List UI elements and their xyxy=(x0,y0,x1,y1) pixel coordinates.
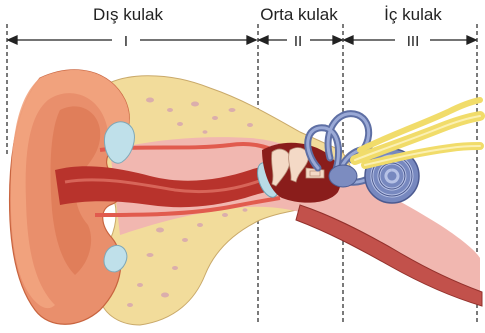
middle-ear-numeral: II xyxy=(294,33,302,50)
arrowhead-left-icon xyxy=(344,36,353,44)
inner-ear-numeral: III xyxy=(407,33,420,50)
middle-ear-title: Orta kulak xyxy=(260,5,338,24)
outer-ear-title: Dış kulak xyxy=(93,5,163,24)
vestibule xyxy=(329,165,357,187)
arrowhead-right-icon xyxy=(333,36,342,44)
arrowhead-left-icon xyxy=(8,36,17,44)
arrowhead-left-icon xyxy=(259,36,268,44)
arrowhead-right-icon xyxy=(467,36,476,44)
inner-ear-title: İç kulak xyxy=(384,5,442,24)
auditory-nerve xyxy=(355,100,480,165)
outer-ear-numeral: I xyxy=(124,33,128,50)
arrowhead-right-icon xyxy=(247,36,256,44)
